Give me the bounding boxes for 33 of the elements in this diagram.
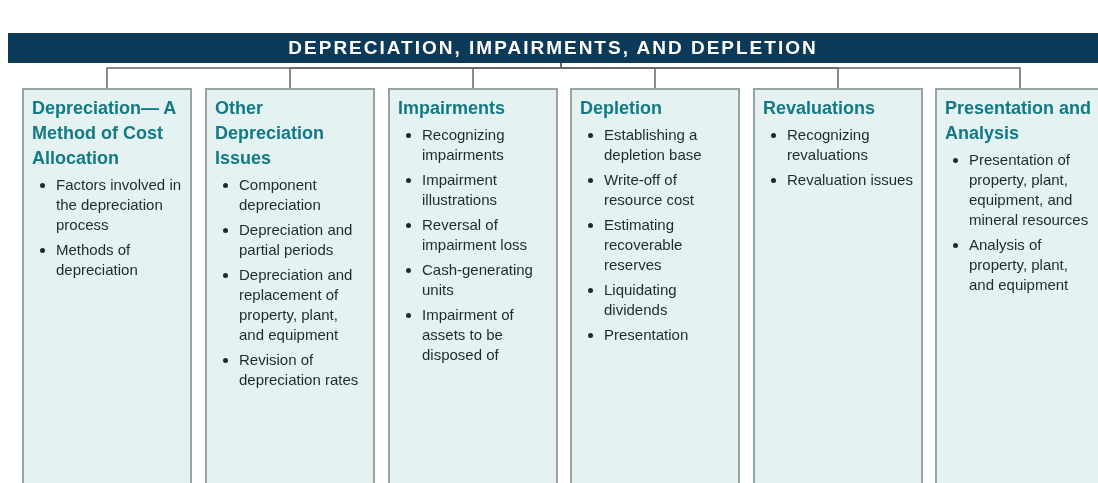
bullet-text: Write-off of resource cost (604, 170, 696, 210)
panel-heading: Presentation and Analysis (945, 97, 1093, 145)
bullet-text: Depreciation and partial periods (239, 220, 354, 260)
bullet-text: Recognizing impairments (422, 125, 506, 165)
topic-panel (753, 88, 923, 483)
bullet-text: Impairment illustrations (422, 170, 499, 210)
bullet-text: Factors involved in the depreciation process (56, 175, 182, 235)
bullet-text: Depreciation and replacement of property, plant, and equipment (239, 265, 354, 345)
bullet-text: Recognizing revaluations (787, 125, 871, 165)
panel-heading: Revaluations (763, 97, 877, 120)
topic-panel (388, 88, 558, 483)
panel-heading: Other Depreciation Issues (215, 97, 326, 170)
panel-heading: Impairments (398, 97, 507, 120)
bullet-text: Revaluation issues (787, 170, 913, 190)
panel-heading: Depreciation— A Method of Cost Allocation (32, 97, 177, 170)
panel-heading: Depletion (580, 97, 663, 120)
bullet-text: Liquidating dividends (604, 280, 678, 320)
bullet-text: Analysis of property, plant, and equipment (969, 235, 1070, 295)
topic-panel (205, 88, 375, 483)
bullet-text: Establishing a depletion base (604, 125, 703, 165)
bullet-text: Methods of depreciation (56, 240, 139, 280)
bullet-text: Presentation of property, plant, equipment, and mineral resources (969, 150, 1090, 230)
bullet-text: Presentation (604, 325, 689, 345)
bullet-text: Impairment of assets to be disposed of (422, 305, 515, 365)
title-banner: DEPRECIATION, IMPAIRMENTS, AND DEPLETION (8, 33, 1098, 63)
topic-panel (935, 88, 1098, 483)
topic-panel (22, 88, 192, 483)
bullet-text: Revision of depreciation rates (239, 350, 360, 390)
bullet-text: Component depreciation (239, 175, 322, 215)
topic-panel (570, 88, 740, 483)
bullet-text: Estimating recoverable reserves (604, 215, 684, 275)
bullet-text: Cash-generating units (422, 260, 534, 300)
bullet-text: Reversal of impairment loss (422, 215, 529, 255)
